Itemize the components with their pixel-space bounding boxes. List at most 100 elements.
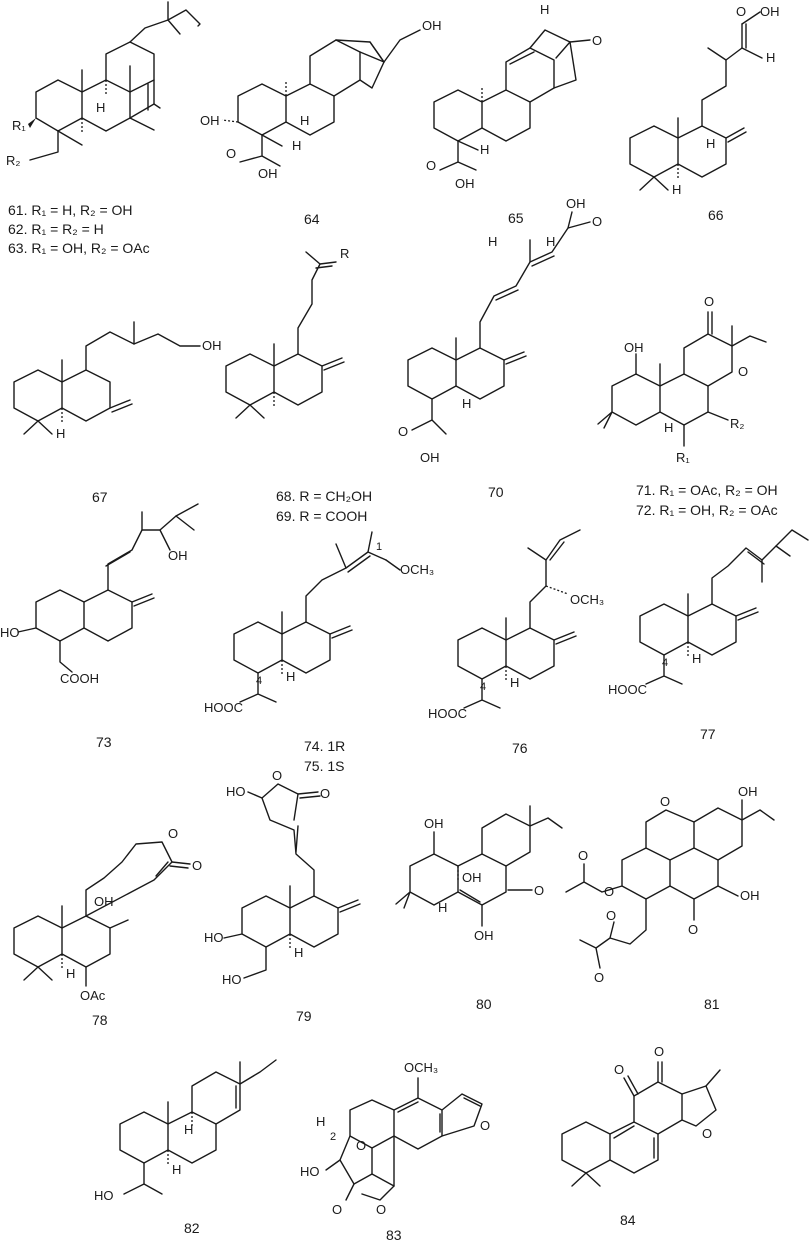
compound-label: 79 [296, 1008, 312, 1024]
atom-label: H [300, 113, 309, 128]
atom-label: HO [222, 972, 242, 987]
atom-label: H [96, 100, 105, 115]
atom-label: H [462, 396, 471, 411]
atom-label: OH [474, 928, 494, 943]
atom-label: OCH₃ [400, 562, 434, 577]
atom-label: 1 [376, 541, 382, 553]
atom-label: H [672, 182, 681, 197]
structure-83 [325, 1077, 483, 1201]
compound-label: 65 [508, 210, 524, 226]
atom-label: HO [226, 784, 246, 799]
structure-82 [119, 1059, 277, 1195]
atom-label: H [766, 50, 775, 65]
atom-label: R₂ [730, 416, 744, 431]
atom-label: H [184, 1122, 193, 1137]
atom-label: 4 [480, 681, 486, 693]
atom-label: O [688, 922, 698, 937]
compound-label: 83 [386, 1227, 402, 1243]
compound-label: 61. R₁ = H, R₂ = OH [8, 202, 133, 218]
compound-label: 77 [700, 726, 716, 742]
atom-label: O [614, 1062, 624, 1077]
compound-label: 81 [704, 996, 720, 1012]
compound-label: 71. R₁ = OAc, R₂ = OH [636, 482, 778, 498]
atom-label: O [654, 1044, 664, 1059]
compound-label: 74. 1R [304, 738, 345, 754]
atom-label: O [376, 1202, 386, 1217]
atom-label: O [660, 794, 670, 809]
atom-label: H [172, 1162, 181, 1177]
atom-label: OH [740, 888, 760, 903]
atom-label: O [592, 33, 602, 48]
compound-label: 84 [620, 1212, 636, 1228]
atom-label: HOOC [428, 706, 467, 721]
atom-label: H [488, 234, 497, 249]
compound-label: 63. R₁ = OH, R₂ = OAc [8, 240, 150, 256]
structure-79 [223, 783, 361, 979]
atom-label: O [332, 1202, 342, 1217]
atom-label: H [66, 966, 75, 981]
atom-label: O [736, 4, 746, 19]
atom-label: H [480, 142, 489, 157]
atom-label: O [320, 786, 330, 801]
compound-label: 73 [96, 734, 112, 750]
structure-74-75 [233, 531, 401, 703]
structure-71-72 [597, 311, 767, 447]
atom-label: O [534, 883, 544, 898]
atom-label: O [702, 1126, 712, 1141]
atom-label: R₂ [6, 153, 20, 168]
atom-label: O [226, 146, 236, 161]
atom-label: OH [624, 340, 644, 355]
atom-label: H [546, 234, 555, 249]
atom-label: OH [455, 176, 475, 191]
atom-label: OAc [80, 988, 106, 1003]
atom-label: H [692, 651, 701, 666]
atom-label: COOH [60, 671, 99, 686]
atom-label: H [294, 945, 303, 960]
atom-label: R₁ [12, 118, 26, 133]
atom-label: OH [566, 196, 586, 211]
atom-label: H [292, 138, 301, 153]
atom-label: O [606, 908, 616, 923]
atom-label: HO [94, 1188, 114, 1203]
compound-label: 75. 1S [304, 758, 344, 774]
atom-label: OH [760, 4, 780, 19]
atom-label: H [510, 675, 519, 690]
atom-label: OH [94, 894, 114, 909]
atom-label: OH [202, 338, 222, 353]
atom-label: O [480, 1118, 490, 1133]
atom-label: O [738, 364, 748, 379]
compound-label: 80 [476, 996, 492, 1012]
compound-label: 68. R = CH₂OH [276, 488, 372, 504]
atom-label: O [704, 294, 714, 309]
compound-label: 67 [92, 489, 108, 505]
atom-label: O [594, 970, 604, 985]
atom-label: H [316, 1114, 325, 1129]
structure-81 [565, 799, 775, 969]
compound-label: 70 [488, 484, 504, 500]
structure-65 [433, 29, 591, 171]
structure-76 [457, 529, 581, 709]
atom-label: OCH₃ [570, 592, 604, 607]
atom-label: R₁ [676, 450, 690, 465]
structure-68-69 [225, 251, 345, 419]
atom-label: H [540, 2, 549, 17]
atom-label: OH [422, 18, 442, 33]
structure-67 [13, 321, 201, 435]
structure-66 [629, 11, 763, 191]
atom-label: OH [420, 450, 440, 465]
structure-77 [639, 529, 809, 685]
atom-label: 2 [330, 1131, 336, 1143]
atom-label: 4 [256, 675, 262, 687]
atom-label: HO [0, 625, 20, 640]
atom-label: O [592, 214, 602, 229]
atom-label: OH [462, 870, 482, 885]
compound-label: 82 [184, 1220, 200, 1236]
atom-label: OH [424, 816, 444, 831]
compound-label: 64 [304, 211, 320, 227]
atom-label: HO [204, 930, 224, 945]
atom-label: R [340, 246, 349, 261]
compound-label: 69. R = COOH [276, 508, 367, 524]
atom-label: H [664, 420, 673, 435]
atom-label: OCH₃ [404, 1060, 438, 1075]
